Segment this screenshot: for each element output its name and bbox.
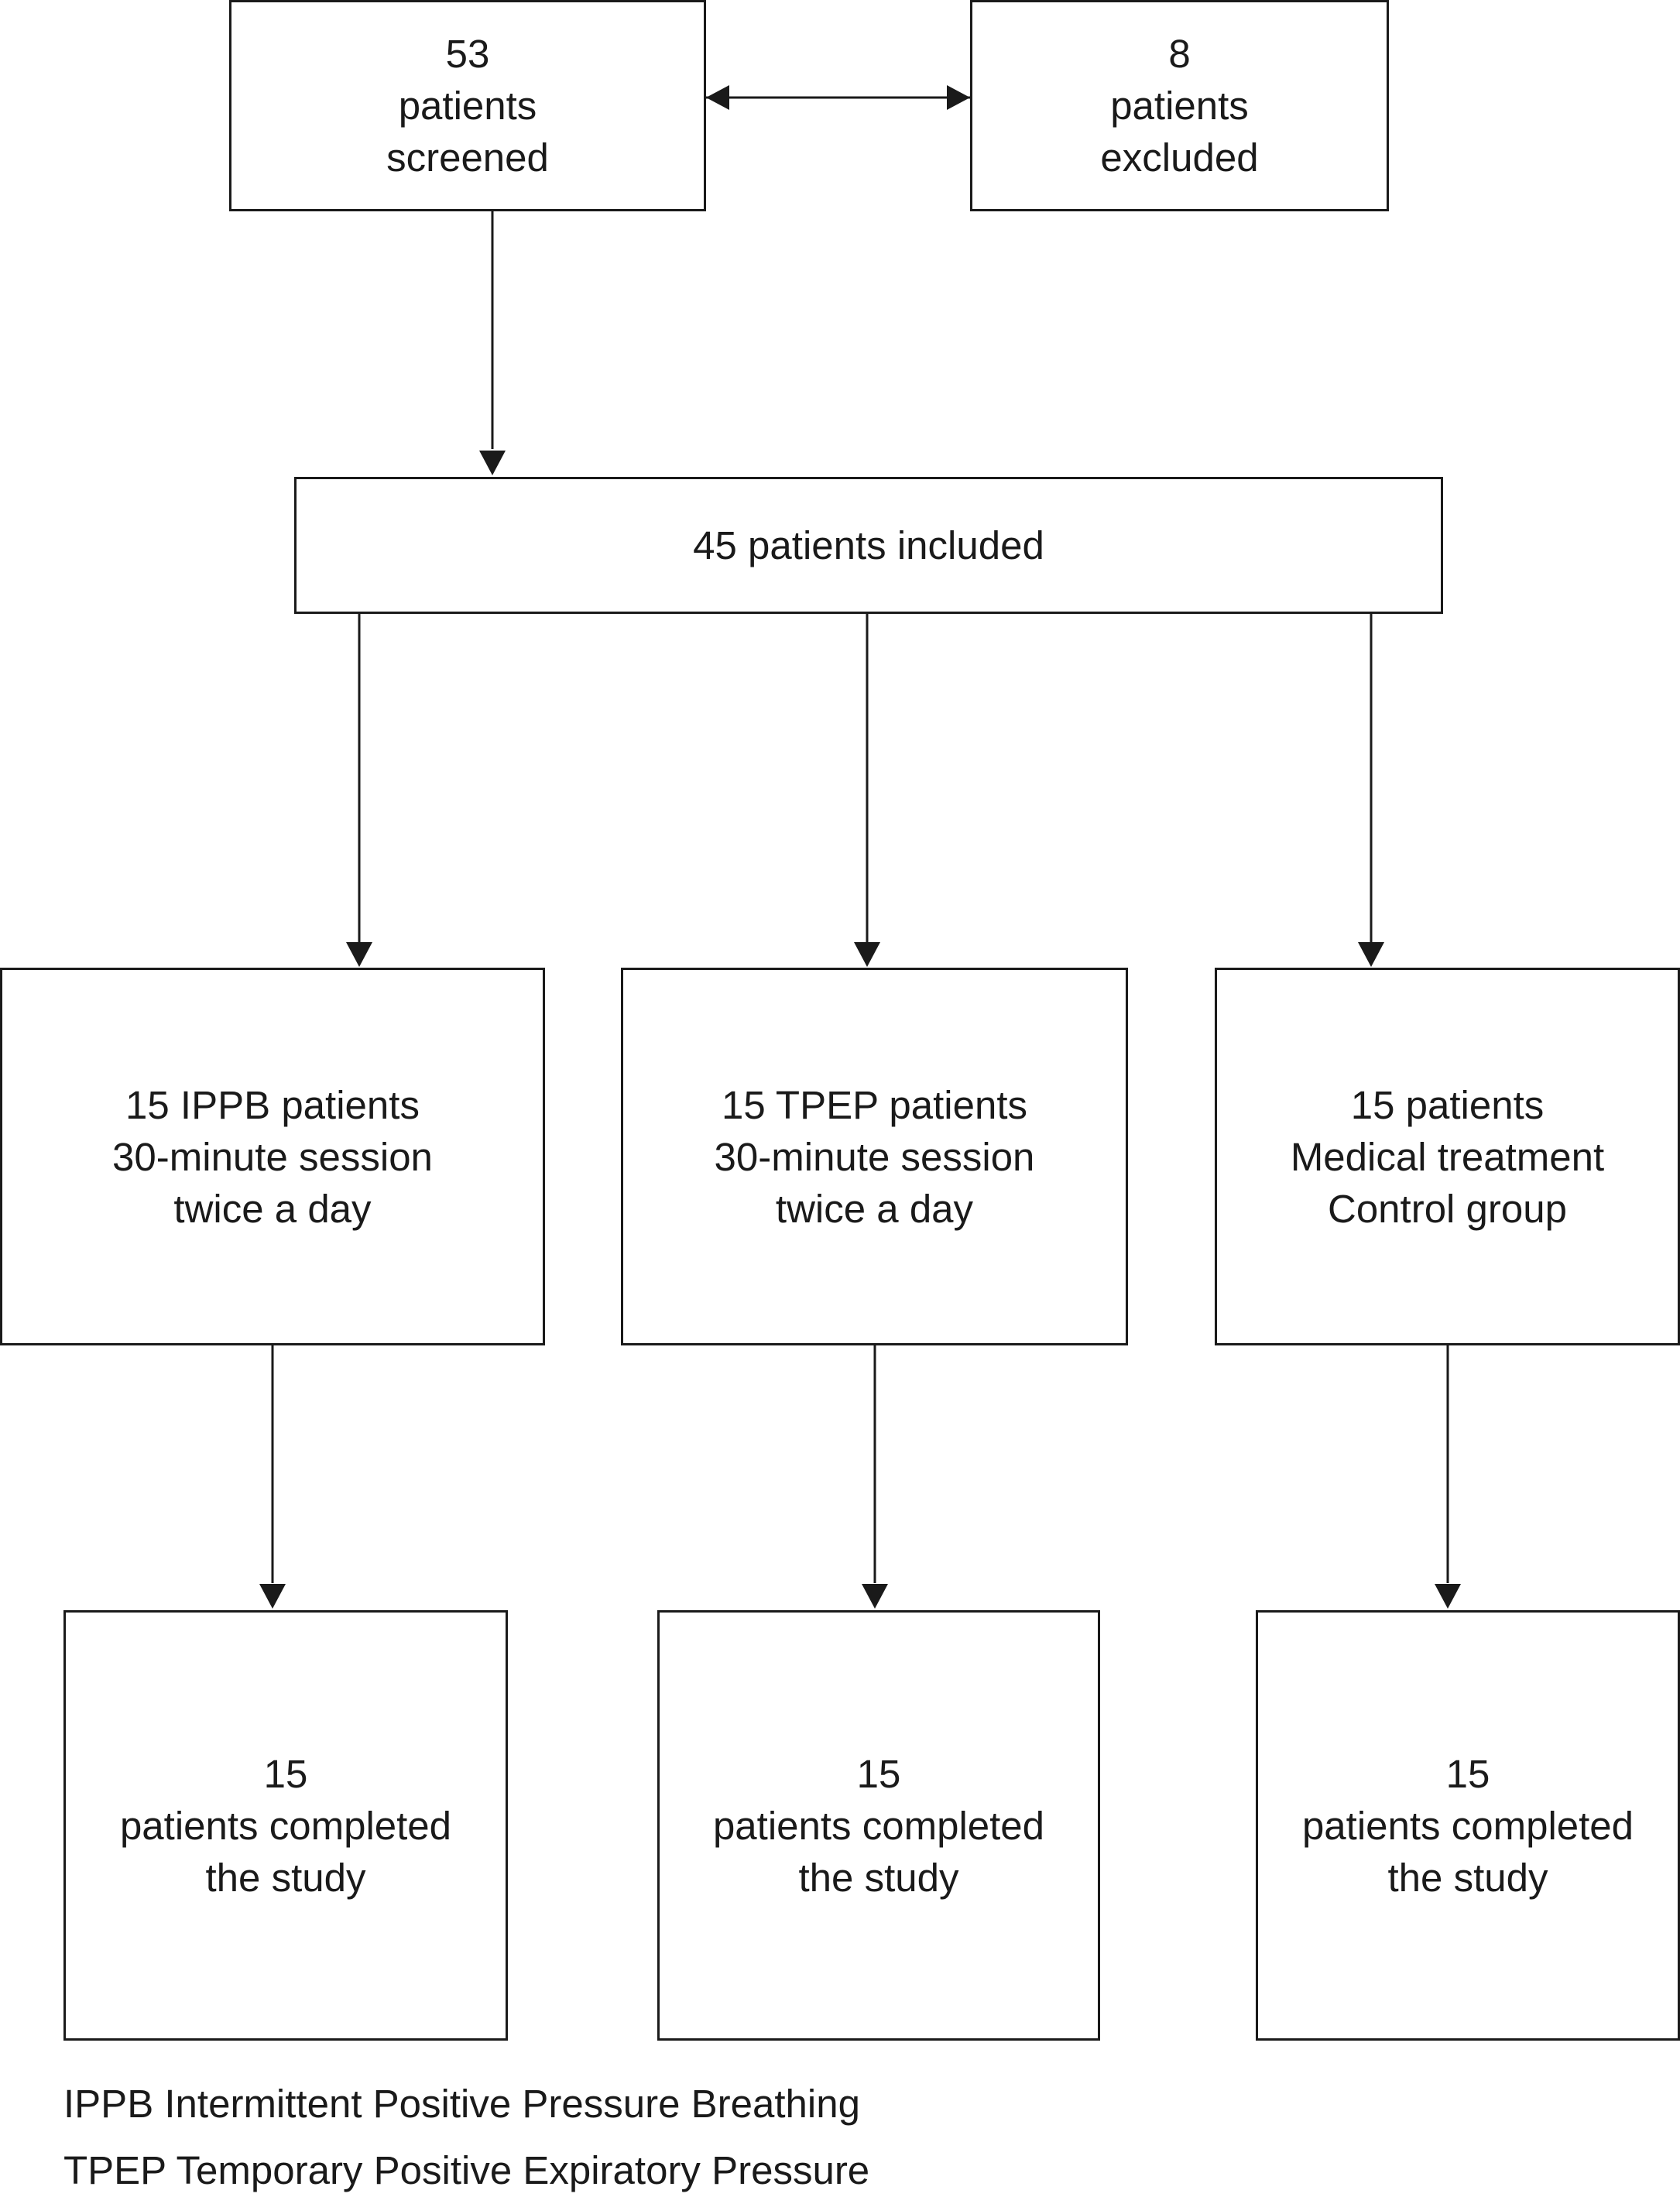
group-line1: 15 IPPB patients — [125, 1082, 420, 1127]
arrowhead-down — [862, 1584, 888, 1609]
group-line1: 15 TPEP patients — [721, 1082, 1028, 1127]
group-line3: Control group — [1327, 1186, 1567, 1231]
completed-line1: patients completed — [712, 1803, 1045, 1848]
completed-line1: patients completed — [119, 1803, 452, 1848]
completed-line2: the study — [205, 1855, 366, 1900]
group-box-control: 15 patients Medical treatment Control gr… — [1215, 968, 1680, 1345]
completed-box-control: 15 patients completed the study — [1256, 1610, 1680, 2041]
group-line2: 30-minute session — [714, 1134, 1035, 1179]
legend-tpep: TPEP Temporary Positive Expiratory Press… — [63, 2148, 870, 2192]
group-line1: 15 patients — [1350, 1082, 1545, 1127]
group-line2: Medical treatment — [1290, 1134, 1605, 1179]
completed-line2: the study — [798, 1855, 959, 1900]
excluded-count: 8 — [1168, 32, 1191, 76]
group-line3: twice a day — [775, 1186, 974, 1231]
completed-count: 15 — [856, 1751, 901, 1796]
group-line2: 30-minute session — [112, 1134, 433, 1179]
excluded-line2: excluded — [1100, 135, 1259, 180]
screened-line2: screened — [386, 135, 549, 180]
included-label: 45 patients included — [693, 523, 1044, 567]
completed-box-ippb: 15 patients completed the study — [63, 1610, 508, 2041]
group-box-tpep: 15 TPEP patients 30-minute session twice… — [621, 968, 1128, 1345]
completed-line1: patients completed — [1301, 1803, 1634, 1848]
completed-line2: the study — [1387, 1855, 1548, 1900]
arrowhead-down — [1358, 942, 1384, 967]
screened-line1: patients — [398, 84, 537, 128]
arrowhead-down — [1435, 1584, 1461, 1609]
legend-ippb: IPPB Intermittent Positive Pressure Brea… — [63, 2082, 860, 2126]
arrowhead-down — [854, 942, 880, 967]
completed-count: 15 — [1445, 1751, 1490, 1796]
screened-count: 53 — [445, 32, 490, 76]
excluded-line1: patients — [1110, 84, 1249, 128]
arrowhead-left — [706, 85, 729, 110]
excluded-box: 8 patients excluded — [970, 0, 1389, 211]
group-box-ippb: 15 IPPB patients 30-minute session twice… — [0, 968, 545, 1345]
completed-count: 15 — [263, 1751, 308, 1796]
arrowhead-down — [259, 1584, 286, 1609]
screened-box: 53 patients screened — [229, 0, 706, 211]
arrowhead-down — [346, 942, 372, 967]
arrowhead-right — [947, 85, 970, 110]
completed-box-tpep: 15 patients completed the study — [657, 1610, 1100, 2041]
group-line3: twice a day — [173, 1186, 372, 1231]
arrowhead-down — [479, 451, 506, 475]
included-box: 45 patients included — [294, 477, 1443, 614]
